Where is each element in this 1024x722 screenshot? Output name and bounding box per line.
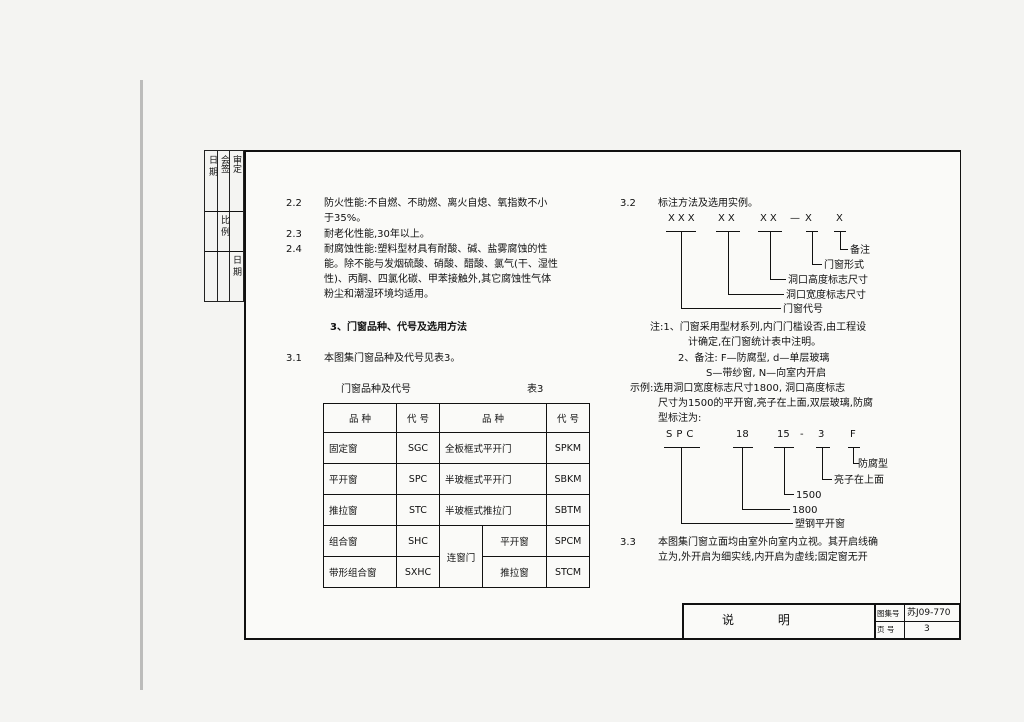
clause-number: 2.2	[286, 198, 302, 209]
clause-number: 3.3	[620, 537, 636, 548]
example-label-type: 塑钢平开窗	[795, 519, 845, 530]
clause-text: 立为,外开启为细实线,内开启为虚线;固定窗无开	[658, 552, 868, 563]
label-remark: 备注	[850, 245, 870, 256]
note-text: 2、备注: F—防腐型, d—单层玻璃	[678, 353, 830, 364]
note-text: 注:1、门窗采用型材系列,内门门槛设否,由工程设	[650, 322, 867, 333]
page-label: 页 号	[877, 625, 895, 634]
clause-text: 耐腐蚀性能:塑料型材具有耐酸、碱、盐雾腐蚀的性	[324, 244, 548, 255]
clause-text: 耐老化性能,30年以上。	[324, 229, 430, 240]
example-label-width: 1800	[792, 505, 818, 516]
label-width: 洞口宽度标志尺寸	[786, 290, 866, 301]
scan-edge	[140, 80, 143, 690]
code-part-remark: X	[836, 213, 843, 224]
label-height: 洞口高度标志尺寸	[788, 275, 868, 286]
page-number: 3	[924, 624, 930, 634]
label-form: 门窗形式	[824, 260, 864, 271]
clause-text: 能。除不能与发烟硫酸、硝酸、醋酸、氯气(干、湿性	[324, 259, 558, 270]
clause-text: 本图集门窗立面均由室外向室内立视。其开启线确	[658, 537, 878, 548]
clause-number: 3.2	[620, 198, 636, 209]
code-part-form: X	[805, 213, 812, 224]
section-heading: 3、门窗品种、代号及选用方法	[330, 322, 467, 333]
note-text: S—带纱窗, N—向室内开启	[706, 368, 827, 379]
table-header-row: 品 种 代 号 品 种 代 号	[323, 403, 590, 433]
example-text: 型标注为:	[658, 413, 702, 424]
clause-text: 标注方法及选用实例。	[658, 198, 758, 209]
example-text: 示例:选用洞口宽度标志尺寸1800, 洞口高度标志	[630, 383, 846, 394]
example-code-type: SPC	[666, 429, 698, 440]
code-part-height: XX	[760, 213, 780, 224]
clause-number: 2.4	[286, 244, 302, 255]
example-label-transom: 亮子在上面	[834, 475, 884, 486]
clause-number: 2.3	[286, 229, 302, 240]
atlas-number: 苏J09-770	[907, 608, 951, 618]
code-part-width: XX	[718, 213, 738, 224]
approval-stamp: 日 期 会签 比 例 审定 日 期	[204, 150, 244, 302]
table-row: 固定窗 SGC 全板框式平开门 SPKM	[323, 432, 590, 464]
title-text: 说 明	[722, 613, 810, 627]
table-row: 组合窗 SHC 连窗门 平开窗 SPCM	[323, 525, 590, 588]
clause-text: 本图集门窗品种及代号见表3。	[324, 353, 461, 364]
atlas-label: 图集号	[877, 609, 900, 618]
example-text: 尺寸为1500的平开窗,亮子在上面,双层玻璃,防腐	[658, 398, 873, 409]
example-label-anticorrosion: 防腐型	[858, 459, 888, 470]
example-code-form: 3	[818, 429, 825, 440]
table-row: 平开窗 SPC 半玻框式平开门 SBKM	[323, 463, 590, 495]
table-title: 门窗品种及代号	[341, 384, 411, 395]
clause-number: 3.1	[286, 353, 302, 364]
clause-text: 性)、丙酮、四氯化碳、甲苯接触外,其它腐蚀性气体	[324, 274, 552, 285]
label-code: 门窗代号	[783, 304, 823, 315]
code-part-type: XXX	[668, 213, 698, 224]
table-row: 推拉窗 STC 半玻框式推拉门 SBTM	[323, 494, 590, 526]
code-dash: —	[790, 213, 800, 224]
title-block: 说 明 图集号 苏J09-770 页 号 3	[682, 603, 961, 640]
clause-text: 防火性能:不自燃、不助燃、离火自熄、氧指数不小	[324, 198, 548, 209]
example-label-height: 1500	[796, 490, 822, 501]
table-row: 带形组合窗 SXHC 推拉窗 STCM	[323, 556, 590, 588]
code-dash: -	[800, 429, 804, 440]
table-number: 表3	[527, 384, 544, 395]
clause-text: 于35%。	[324, 213, 367, 224]
example-code-remark: F	[850, 429, 856, 440]
clause-text: 粉尘和潮湿环境均适用。	[324, 289, 434, 300]
window-type-table: 品 种 代 号 品 种 代 号 固定窗 SGC 全板框式平开门 SPKM 平开窗…	[323, 403, 590, 588]
note-text: 计确定,在门窗统计表中注明。	[688, 337, 822, 348]
example-code-height: 15	[777, 429, 790, 440]
example-code-width: 18	[736, 429, 749, 440]
